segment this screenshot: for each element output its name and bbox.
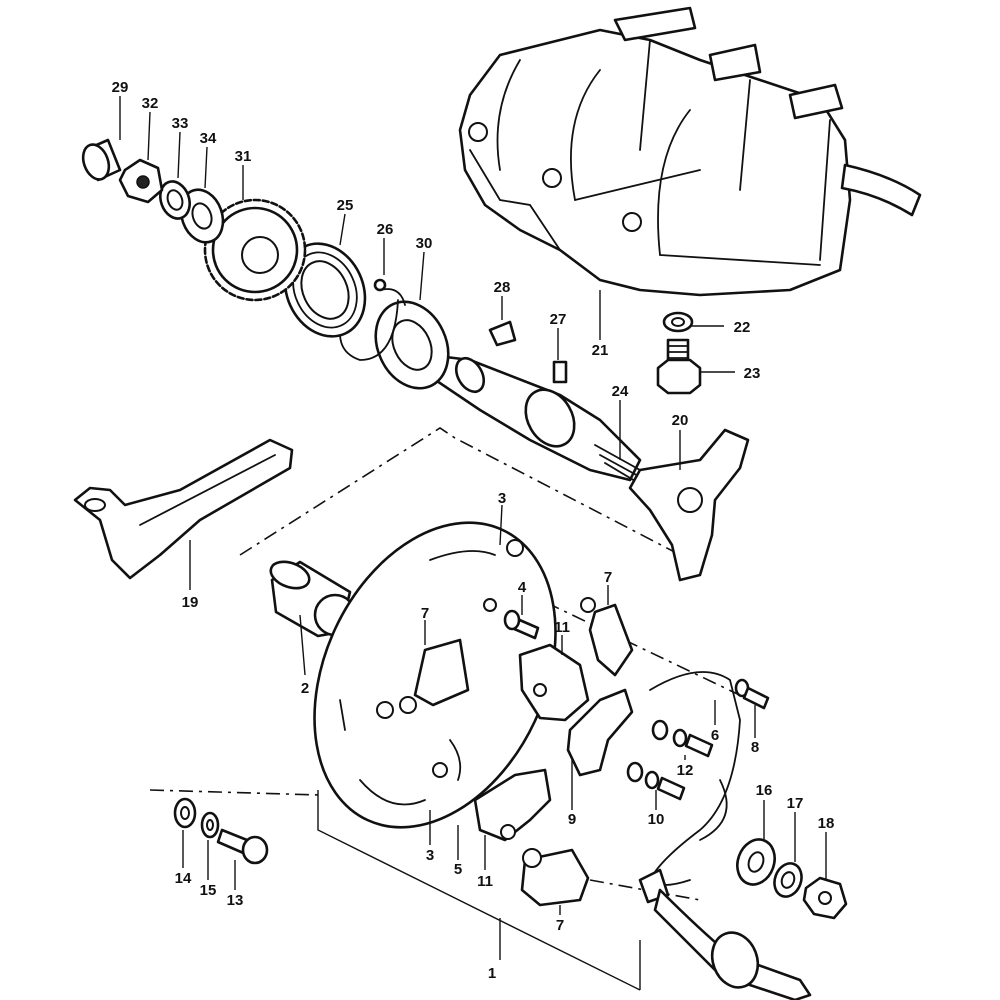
pin-27 — [552, 360, 568, 384]
callout-3-top: 3 — [498, 490, 506, 507]
points-set-11-lower — [473, 768, 552, 842]
callout-5: 5 — [454, 861, 462, 878]
callout-23: 23 — [744, 365, 761, 382]
callout-24: 24 — [612, 383, 629, 400]
coil-bolt-23 — [656, 338, 702, 395]
callout-10: 10 — [648, 811, 665, 828]
drive-gear-31 — [203, 198, 307, 302]
lock-washer-17 — [773, 862, 803, 898]
leader-lines — [119, 96, 827, 915]
ignition-coil-assembly — [458, 6, 922, 297]
coil-washer-22 — [662, 311, 694, 333]
washer-34 — [179, 188, 225, 244]
bearing-25 — [283, 242, 367, 338]
governor-plate-20 — [628, 428, 750, 582]
oil-seal-30 — [374, 300, 450, 390]
callout-22: 22 — [734, 319, 751, 336]
woodruff-key-28 — [488, 320, 517, 347]
lock-washer-33 — [159, 180, 191, 220]
callout-8: 8 — [751, 739, 759, 756]
callout-18: 18 — [818, 815, 835, 832]
nut-32 — [118, 158, 164, 204]
screw-4 — [503, 609, 540, 640]
callout-30: 30 — [416, 235, 433, 252]
screw-8 — [734, 678, 770, 710]
callout-34: 34 — [200, 130, 217, 147]
callout-25: 25 — [337, 197, 354, 214]
collar-29 — [81, 138, 122, 182]
callout-7-upper: 7 — [421, 605, 429, 622]
callout-33: 33 — [172, 115, 189, 132]
callout-28: 28 — [494, 279, 511, 296]
callout-14: 14 — [175, 870, 192, 887]
callout-29: 29 — [112, 79, 129, 96]
callout-3-bottom: 3 — [426, 847, 434, 864]
contact-breaker-7-right — [580, 597, 634, 677]
callout-7-lower: 7 — [556, 917, 564, 934]
drive-shaft-assembly — [426, 353, 643, 485]
circlip-26 — [373, 278, 406, 306]
callout-15: 15 — [200, 882, 217, 899]
assembly-bracket-lines — [317, 790, 641, 991]
callout-32: 32 — [142, 95, 159, 112]
callout-6: 6 — [711, 727, 719, 744]
callout-9: 9 — [568, 811, 576, 828]
callout-21: 21 — [592, 342, 609, 359]
bolt-13 — [216, 828, 269, 865]
callout-11-lower: 11 — [477, 873, 493, 890]
reference-lines — [149, 427, 751, 901]
contact-breaker-7-upper — [399, 638, 470, 714]
washer-14 — [173, 797, 197, 829]
callout-20: 20 — [672, 412, 689, 429]
bracket-9 — [566, 688, 634, 777]
callout-26: 26 — [377, 221, 394, 238]
callout-12: 12 — [677, 762, 694, 779]
bracket-arm-19 — [73, 438, 294, 580]
callout-11-upper: 11 — [554, 619, 570, 636]
callout-7-right: 7 — [604, 569, 612, 586]
callout-19: 19 — [182, 594, 199, 611]
callout-17: 17 — [787, 795, 804, 812]
callout-31: 31 — [235, 148, 252, 165]
callout-1: 1 — [488, 965, 496, 982]
contact-breaker-7-lower — [520, 848, 590, 907]
callout-27: 27 — [550, 311, 567, 328]
callout-16: 16 — [756, 782, 773, 799]
callout-2: 2 — [301, 680, 309, 697]
callout-labels: 1 2 3 3 4 5 6 7 7 7 8 9 10 11 11 12 13 1… — [112, 79, 835, 982]
bushing-2 — [269, 560, 357, 638]
points-set-11-upper — [518, 643, 590, 722]
lock-washer-15 — [200, 811, 220, 839]
screw-10 — [626, 761, 686, 801]
washer-16 — [736, 838, 776, 886]
cable-grommet — [653, 888, 812, 1000]
callout-13: 13 — [227, 892, 244, 909]
nut-18 — [802, 876, 848, 920]
screw-12 — [651, 719, 714, 758]
callout-4: 4 — [518, 579, 527, 596]
